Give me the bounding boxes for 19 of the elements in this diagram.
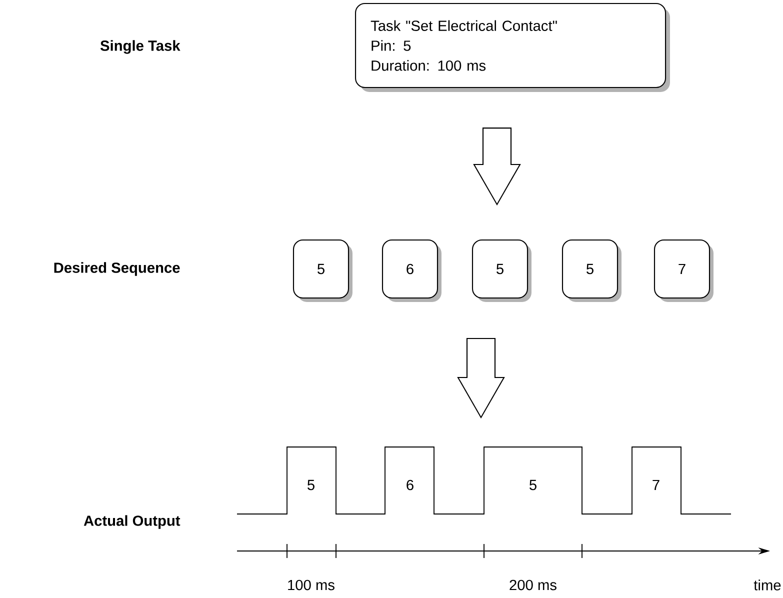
axis-label: time xyxy=(754,580,781,590)
pulse-label: 5 xyxy=(530,480,536,490)
pulse-label: 7 xyxy=(652,480,660,490)
task-box: Task "Set Electrical Contact" Pin: 5 Duration: 100 ms xyxy=(355,3,670,92)
block-arrow xyxy=(473,128,521,206)
pulse-label: 5 xyxy=(308,480,314,490)
sequence-box: 5 xyxy=(292,239,352,302)
block-arrow xyxy=(457,338,505,419)
pulse-label: 6 xyxy=(406,480,414,490)
sequence-box: 7 xyxy=(654,239,714,302)
sequence-box: 5 xyxy=(472,239,532,302)
tick-label: 100 ms xyxy=(288,580,334,590)
row-label: Single Task xyxy=(100,40,180,54)
row-label: Desired Sequence xyxy=(54,262,180,276)
sequence-box: 6 xyxy=(382,239,442,302)
sequence-box: 5 xyxy=(562,239,622,302)
row-label: Actual Output xyxy=(84,515,180,529)
waveform-drawing xyxy=(236,446,732,514)
tick-label: 200 ms xyxy=(510,580,556,590)
